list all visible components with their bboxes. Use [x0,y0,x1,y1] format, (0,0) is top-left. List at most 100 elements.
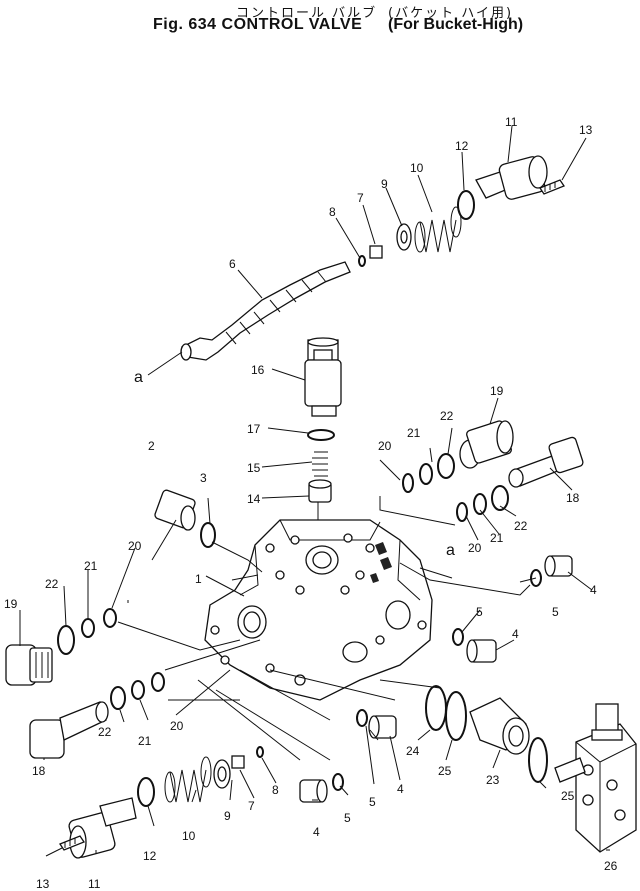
callout-16: 16 [251,363,265,377]
callout-a-right: a [446,542,455,559]
bolt-13-bottom [59,835,85,851]
ring-3 [200,522,216,548]
ring-22-upper-left [57,625,75,655]
cap-11-bottom [68,797,137,859]
callout-10-top: 10 [410,161,424,175]
plug-2 [154,489,196,531]
callout-18-left: 18 [32,764,46,778]
callout-24: 24 [406,744,420,758]
plug-4-mid-right [466,639,497,663]
ring-21-lower-right [473,493,487,515]
callout-5-bottom: 5 [344,811,351,825]
figure-number: Fig. 634 [153,16,217,33]
callout-23: 23 [486,773,500,787]
part-7-bottom [231,755,245,769]
callout-5-mid-right: 5 [476,605,483,619]
callout-8-bottom: 8 [272,783,279,797]
callout-21-lower-left: 21 [138,734,152,748]
callout-26: 26 [604,859,618,873]
callout-labels: 6 8 7 9 10 12 11 13 a 16 17 15 14 2 3 1 … [4,115,618,891]
ring-20-upper-left [103,608,117,628]
callout-6: 6 [229,257,236,271]
callout-21-upper-left: 21 [84,559,98,573]
plug-19-right [459,420,514,469]
valve-16 [304,337,342,417]
ring-21-upper-right [419,463,433,485]
ring-20-lower-left [151,672,165,692]
ring-21-upper-left [81,618,95,638]
callout-22-upper-left: 22 [45,577,59,591]
ring-22-lower-right [491,485,509,511]
callout-15: 15 [247,461,261,475]
callout-22-lower-left: 22 [98,725,112,739]
title-jp-name: コントロール バルブ [236,6,378,21]
callout-18-right: 18 [566,491,580,505]
ring-25-lower [528,737,548,783]
plug-23 [469,697,530,755]
callout-2: 2 [148,439,155,453]
callout-22-lower-right: 22 [514,519,528,533]
callout-19-left: 19 [4,597,18,611]
callout-3: 3 [200,471,207,485]
callout-4-lower-mid: 4 [397,782,404,796]
plug-18-left [29,701,109,759]
cap-11-top [475,155,548,200]
plug-4-upper-right [544,555,573,577]
callout-a-left: a [134,369,143,386]
title-figure-name: Fig. 634 CONTROL VALVE [153,16,362,34]
ring-12-top [457,190,475,220]
ring-5-lower-mid [356,709,368,727]
block-26 [554,703,637,853]
ring-21-lower-left [131,680,145,700]
washer-9-bottom [213,759,231,789]
callout-25-lower: 25 [561,789,575,803]
title-jp-variant: (バケット ハイ用) [388,6,514,21]
callout-13-bottom: 13 [36,877,50,891]
callout-9-top: 9 [381,177,388,191]
valve-body-1 [204,519,433,701]
callout-4-mid-right: 4 [512,627,519,641]
callout-5-upper-right: 5 [552,605,559,619]
callout-20-lower-right: 20 [468,541,482,555]
ring-12-bottom [137,777,155,807]
callout-13-top: 13 [579,123,593,137]
callout-20-upper-left: 20 [128,539,142,553]
callout-19-right: 19 [490,384,504,398]
callout-4-bottom: 4 [313,825,320,839]
callout-10-bottom: 10 [182,829,196,843]
spring-10-bottom [164,756,212,803]
ring-8-bottom [256,746,264,758]
callout-7-bottom: 7 [248,799,255,813]
ring-17 [307,429,335,441]
ring-22-upper-right [437,453,455,479]
ring-24 [425,685,447,731]
callout-21-upper-right: 21 [407,426,421,440]
callout-17: 17 [247,422,261,436]
part-7-top [369,245,383,259]
spring-10-top [414,206,462,253]
component-name: CONTROL VALVE [221,16,363,33]
poppet-14 [308,479,332,503]
ring-5-upper-right [530,569,542,587]
ring-20-upper-right [402,473,414,493]
callout-11-bottom: 11 [88,877,101,891]
washer-9-top [396,223,412,251]
figure-title: コントロール バルブ Fig. 634 CONTROL VALVE (バケット … [0,0,640,40]
title-variant: (For Bucket-High) [388,16,524,33]
plug-4-bottom [299,779,328,803]
callout-5-lower-mid: 5 [369,795,376,809]
callout-9-bottom: 9 [224,809,231,823]
callout-20-lower-left: 20 [170,719,184,733]
ring-8-top [358,255,366,267]
callout-22-upper-right: 22 [440,409,454,423]
ring-22-lower-left [110,686,126,710]
callout-1: 1 [195,572,202,586]
callout-4-upper-right: 4 [590,583,597,597]
plug-18-right [508,436,584,488]
callout-21-lower-right: 21 [490,531,504,545]
spool-6 [180,261,351,361]
ring-20-lower-right [456,502,468,522]
callout-25-upper: 25 [438,764,452,778]
spring-15 [312,451,328,477]
